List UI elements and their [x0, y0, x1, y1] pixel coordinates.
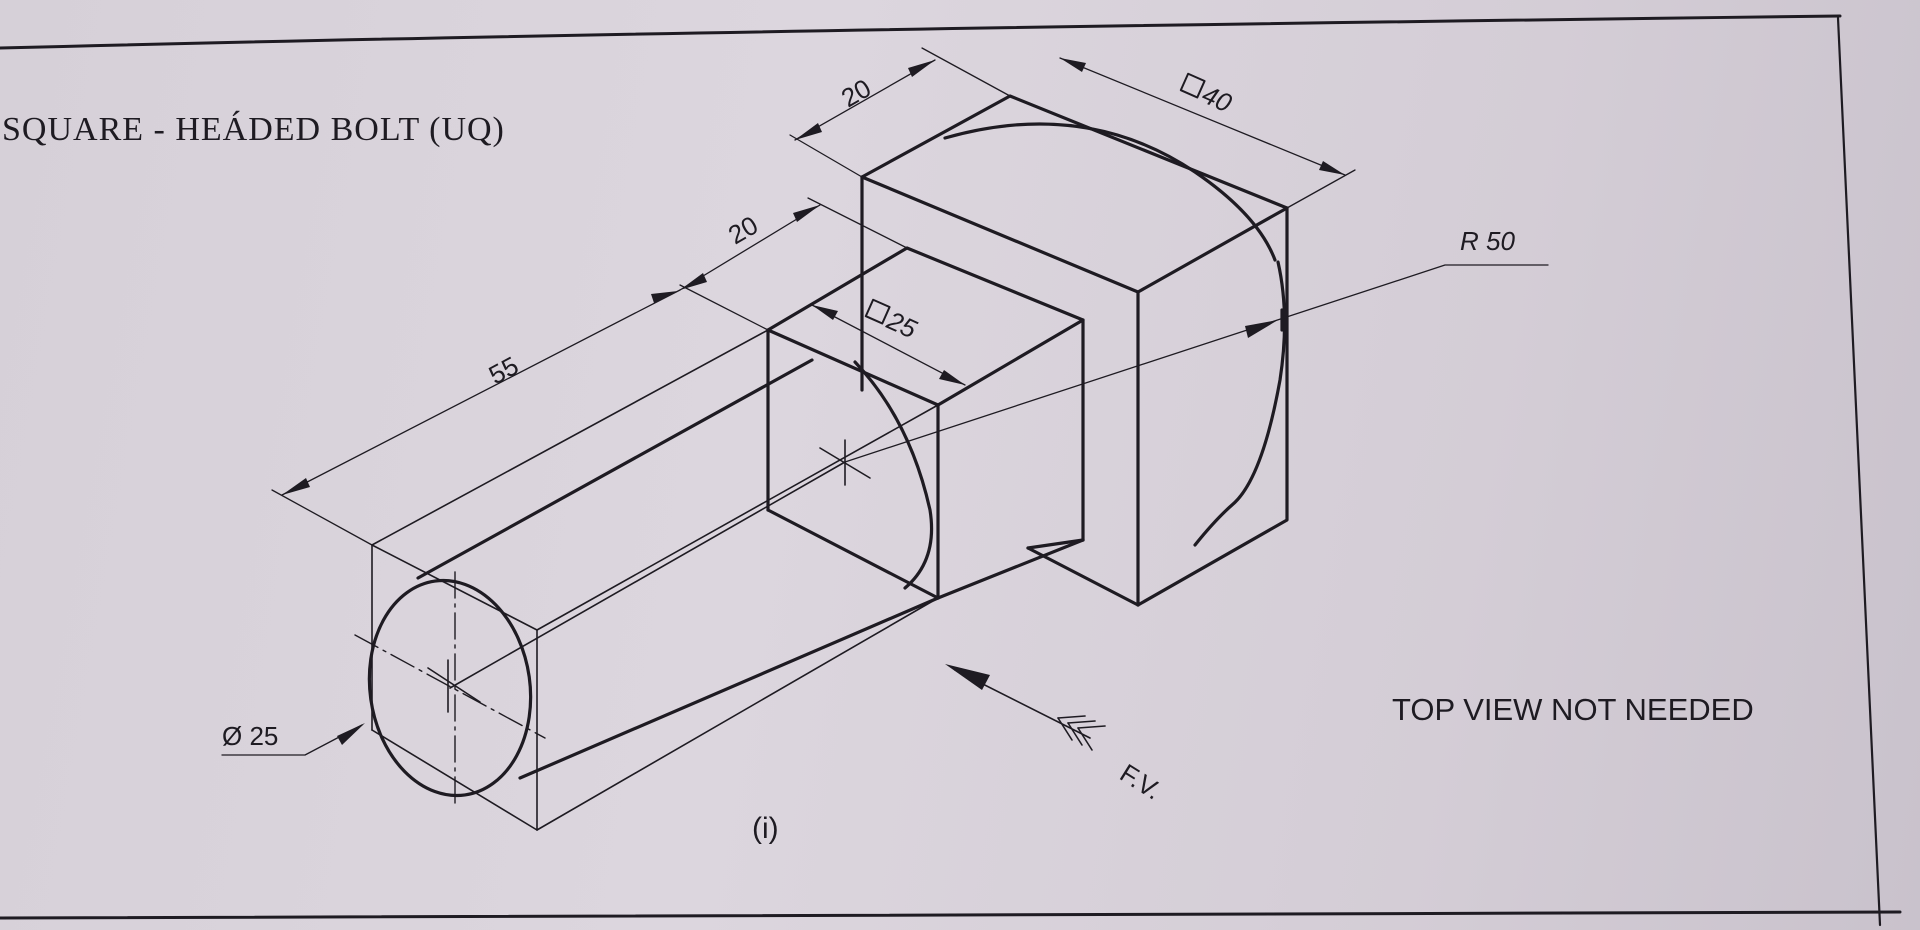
dim-shank-diameter: Ø 25 — [222, 721, 278, 751]
figure-label: (i) — [752, 812, 779, 845]
drawing-title: SQUARE - HEÁDED BOLT (UQ) — [2, 111, 505, 148]
bolt-head — [860, 94, 1289, 607]
front-view-arrow — [945, 664, 1106, 751]
dim-head-square: 40 — [1179, 72, 1237, 118]
dim-neck-square: 25 — [864, 298, 922, 344]
dim-shank-length: 55 — [484, 350, 524, 390]
square-symbol-icon — [1179, 72, 1206, 99]
sheet-border — [0, 14, 1902, 927]
dim-head-radius: R 50 — [1460, 226, 1515, 256]
dim-neck-length: 20 — [723, 210, 763, 250]
dimension-lines — [221, 47, 1549, 756]
note-top-view: TOP VIEW NOT NEEDED — [1392, 692, 1754, 727]
bolt-shank — [354, 329, 940, 831]
front-view-label: F.V. — [1115, 758, 1167, 806]
square-symbol-icon — [864, 298, 891, 325]
dim-head-length: 20 — [836, 73, 876, 113]
bolt-neck — [766, 246, 1085, 600]
